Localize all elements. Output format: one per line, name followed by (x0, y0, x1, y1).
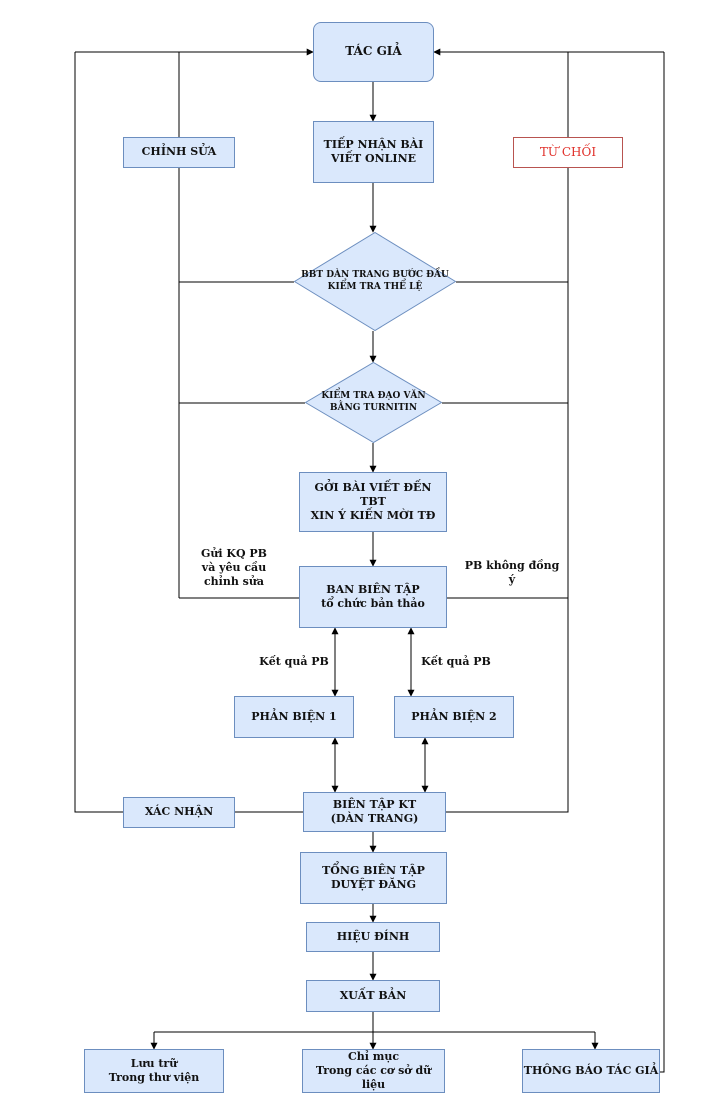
label-ket-qua-pb-1: Kết quả PB (259, 655, 329, 668)
node-goi-bai-viet: GỞI BÀI VIẾT ĐẾN TBT XIN Ý KIẾN MỜI TĐ (299, 472, 447, 532)
node-xac-nhan: XÁC NHẬN (123, 797, 235, 828)
node-kiem-tra-dao-van: KIỂM TRA ĐẠO VĂN BẰNG TURNITIN (305, 362, 442, 443)
node-tong-bien-tap: TỔNG BIÊN TẬP DUYỆT ĐĂNG (300, 852, 447, 904)
node-tu-choi: TỪ CHỐI (513, 137, 623, 168)
node-phan-bien-1: PHẢN BIỆN 1 (234, 696, 354, 738)
node-chi-muc: Chỉ mục Trong các cơ sở dữ liệu (302, 1049, 445, 1093)
diamond-shape (305, 362, 442, 443)
node-tac-gia: TÁC GIẢ (313, 22, 434, 82)
node-ban-bien-tap: BAN BIÊN TẬP tổ chức bản thảo (299, 566, 447, 628)
label-pb-khong-dong-y: PB không đồng ý (464, 559, 560, 586)
node-chinh-sua: CHỈNH SỬA (123, 137, 235, 168)
line-thongbao-loop (660, 52, 665, 1073)
label-ket-qua-pb-2: Kết quả PB (421, 655, 491, 668)
node-thong-bao-tac-gia: THÔNG BÁO TÁC GIẢ (522, 1049, 660, 1093)
node-tiep-nhan: TIẾP NHẬN BÀI VIẾT ONLINE (313, 121, 434, 183)
node-bbt-dan-trang: BBT DÀN TRANG BƯỚC ĐẦU KIỂM TRA THỂ LỆ (294, 232, 456, 331)
node-phan-bien-2: PHẢN BIỆN 2 (394, 696, 514, 738)
kiem-tra-dao-van-text: KIỂM TRA ĐẠO VĂN BẰNG TURNITIN (321, 391, 426, 413)
node-xuat-ban: XUẤT BẢN (306, 980, 440, 1012)
line-tuchoi-loop (446, 52, 569, 813)
bbt-dan-trang-text: BBT DÀN TRANG BƯỚC ĐẦU KIỂM TRA THỂ LỆ (301, 270, 449, 292)
diamond-shape (294, 232, 456, 331)
node-luu-tru: Lưu trữ Trong thư viện (84, 1049, 224, 1093)
node-bien-tap-kt: BIÊN TẬP KT (DÀN TRANG) (303, 792, 446, 832)
node-hieu-dinh: HIỆU ĐÍNH (306, 922, 440, 952)
label-gui-kq-pb: Gửi KQ PB và yêu cầu chỉnh sửa (201, 547, 267, 588)
